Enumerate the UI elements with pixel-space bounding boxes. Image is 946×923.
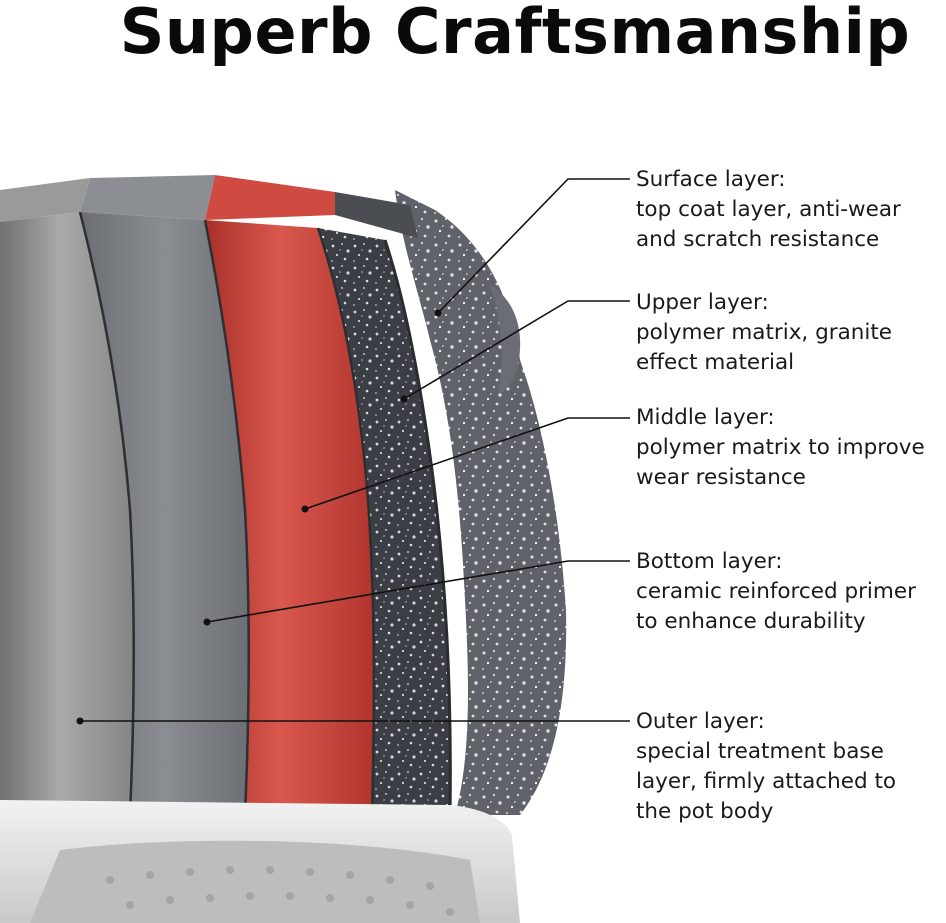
- page-title: Superb Craftsmanship: [119, 0, 911, 68]
- leader-dot-outer: [76, 717, 84, 725]
- leader-bottom: [206, 560, 630, 623]
- label-line: layer, firmly attached to: [636, 769, 897, 794]
- label-line: polymer matrix, granite: [636, 320, 893, 345]
- label-line: top coat layer, anti-wear: [636, 197, 901, 222]
- label-line: special treatment base: [636, 739, 884, 764]
- label-line: wear resistance: [636, 465, 806, 490]
- leader-upper: [403, 300, 630, 400]
- label-line: ceramic reinforced primer: [636, 579, 916, 604]
- label-heading: Middle layer:: [636, 405, 775, 430]
- middle-layer-band: [205, 220, 374, 815]
- bottom-layer-band: [80, 212, 249, 815]
- leader-surface: [437, 178, 630, 314]
- label-line: polymer matrix to improve: [636, 435, 925, 460]
- label-heading: Upper layer:: [636, 290, 769, 315]
- label-upper-layer: Upper layer: polymer matrix, granite eff…: [636, 288, 892, 378]
- label-surface-layer: Surface layer: top coat layer, anti-wear…: [636, 165, 901, 255]
- label-line: effect material: [636, 350, 795, 375]
- label-middle-layer: Middle layer: polymer matrix to improve …: [636, 403, 925, 493]
- label-bottom-layer: Bottom layer: ceramic reinforced primer …: [636, 547, 916, 637]
- leader-dot-middle: [301, 505, 309, 513]
- leader-dot-surface: [434, 309, 442, 317]
- leader-dot-bottom: [203, 618, 211, 626]
- label-heading: Bottom layer:: [636, 549, 783, 574]
- leader-dot-upper: [400, 395, 408, 403]
- label-line: to enhance durability: [636, 609, 866, 634]
- leader-middle: [304, 417, 630, 510]
- label-line: and scratch resistance: [636, 227, 880, 252]
- outer-layer-band: [0, 212, 134, 815]
- label-outer-layer: Outer layer: special treatment base laye…: [636, 707, 896, 827]
- label-heading: Surface layer:: [636, 167, 786, 192]
- label-heading: Outer layer:: [636, 709, 765, 734]
- label-line: the pot body: [636, 799, 774, 824]
- surface-layer-shell: [395, 190, 567, 815]
